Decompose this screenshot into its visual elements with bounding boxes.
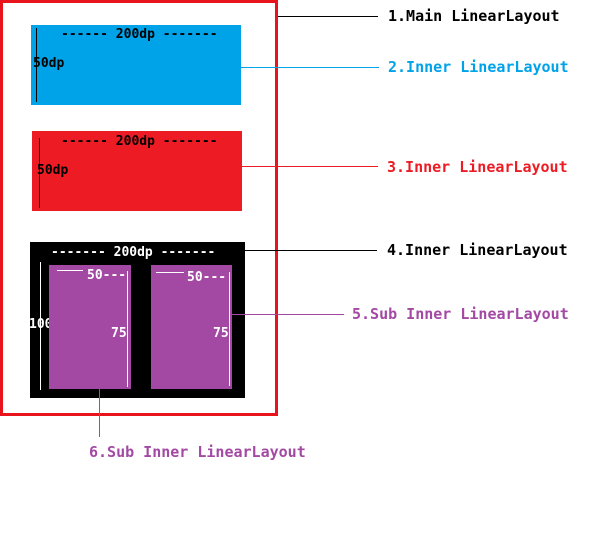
red-height-line [39,138,40,208]
inner2-layout-label: 3.Inner LinearLayout [387,158,568,176]
sub5-layout-label: 5.Sub Inner LinearLayout [352,305,569,323]
sub5-callout-line [232,314,344,315]
sub-left-height-dimension: 75 [111,326,127,341]
sub-right-height-dimension: 75 [213,326,229,341]
main-callout-line [278,16,378,17]
blue-width-dimension: ------ 200dp ------- [61,27,218,42]
red-height-dimension: 50dp [37,163,69,178]
main-linear-layout [0,0,278,416]
sub-inner-layout-right [151,265,232,389]
sub-left-width-dimension: 50--- [87,268,127,283]
sub-left-width-line [57,270,83,271]
sub-inner-layout-left [49,265,131,389]
inner2-callout-line [242,166,378,167]
main-layout-label: 1.Main LinearLayout [388,7,560,25]
inner3-layout-label: 4.Inner LinearLayout [387,241,568,259]
inner-linear-layout-red [32,131,242,211]
black-height-line [40,262,41,390]
sub-right-height-line [229,272,230,386]
inner3-callout-line [245,250,377,251]
blue-height-dimension: 50dp [33,56,65,71]
sub-right-width-line [156,272,184,273]
sub-left-height-line [127,271,128,387]
inner-linear-layout-blue [31,25,241,105]
sub6-layout-label: 6.Sub Inner LinearLayout [89,443,306,461]
inner1-callout-line [241,67,379,68]
sub6-callout-line [99,389,100,437]
black-width-dimension: ------- 200dp ------- [51,245,216,260]
red-width-dimension: ------ 200dp ------- [61,134,218,149]
inner1-layout-label: 2.Inner LinearLayout [388,58,569,76]
sub-right-width-dimension: 50--- [187,270,227,285]
blue-height-line [36,28,37,102]
